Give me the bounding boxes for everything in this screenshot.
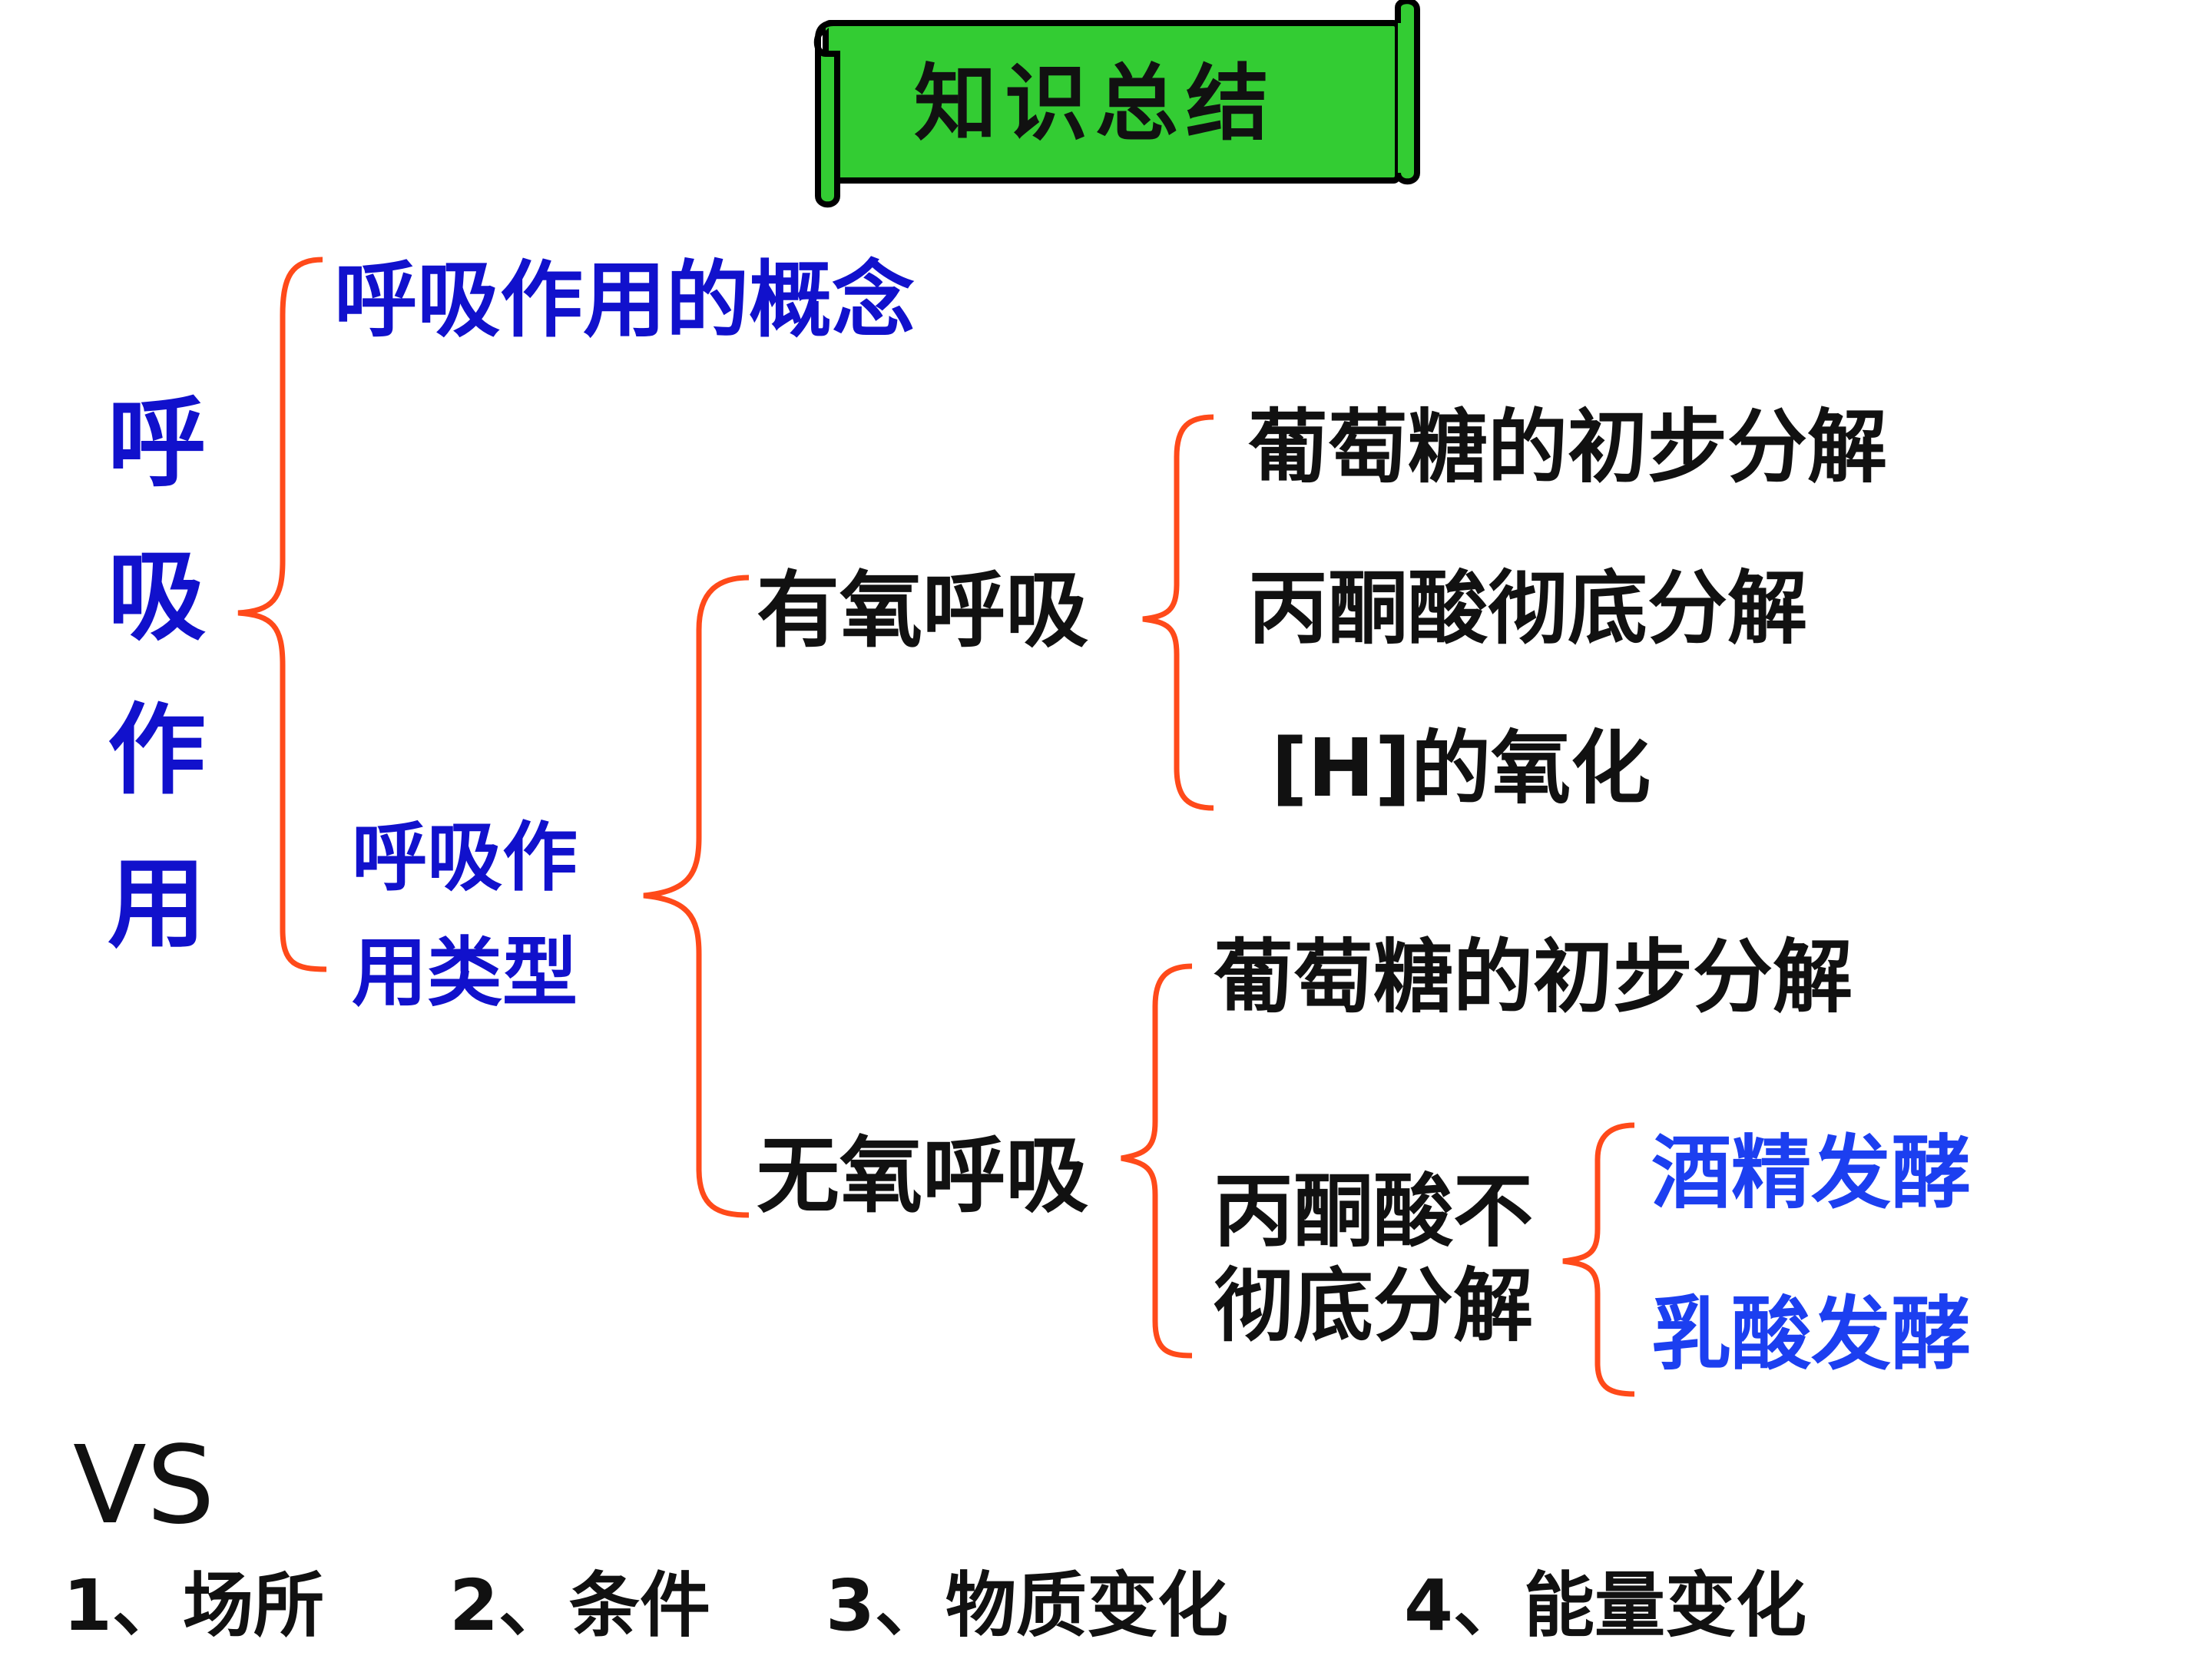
types-label-line1: 呼吸作: [352, 814, 578, 902]
main-title-char: 作: [108, 694, 207, 808]
anaerobic-stage-1: 葡萄糖的初步分解: [1214, 930, 1853, 1024]
aerobic-label: 有氧呼吸: [757, 563, 1089, 659]
anaerobic-stage-2-line1: 丙酮酸不: [1214, 1164, 1534, 1258]
fermentation-lactic: 乳酸发酵: [1651, 1287, 1972, 1381]
aerobic-stage-3: [H]的氧化: [1271, 721, 1651, 815]
aerobic-stage-1: 葡萄糖的初步分解: [1248, 400, 1888, 494]
types-brace: [643, 575, 750, 1218]
anaerobic-stage-2-line2: 彻底分解: [1214, 1259, 1534, 1353]
main-brace: [237, 257, 327, 972]
main-title: 呼 吸 作 用: [108, 367, 206, 982]
concept-label: 呼吸作用的概念: [334, 253, 916, 349]
comparison-item-3: 3、物质变化: [826, 1565, 1229, 1647]
types-label-line2: 用类型: [352, 929, 578, 1017]
main-title-char: 用: [108, 847, 207, 962]
scroll-banner: [813, 0, 1420, 208]
aerobic-brace: [1142, 414, 1214, 811]
banner-title: 知识总结: [914, 56, 1277, 152]
aerobic-stage-2: 丙酮酸彻底分解: [1248, 561, 1808, 655]
comparison-item-4: 4、能量变化: [1404, 1565, 1807, 1647]
anaerobic-label: 无氧呼吸: [757, 1128, 1089, 1224]
main-title-char: 吸: [108, 540, 207, 654]
fermentation-brace: [1562, 1122, 1635, 1397]
vs-label: VS: [73, 1423, 215, 1548]
comparison-item-1: 1、场所: [63, 1565, 325, 1647]
fermentation-alcohol: 酒精发酵: [1651, 1126, 1972, 1220]
main-title-char: 呼: [108, 386, 207, 501]
anaerobic-brace: [1121, 963, 1193, 1359]
comparison-item-2: 2、条件: [449, 1565, 711, 1647]
